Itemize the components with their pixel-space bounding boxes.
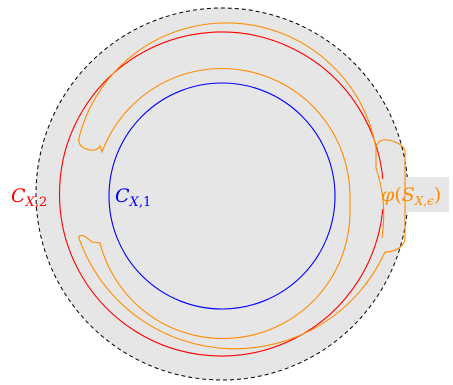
label-c-x-2-sub-1: X [25, 195, 36, 210]
label-c-x-1-letter: C [115, 185, 130, 207]
outer-disk [36, 8, 408, 380]
label-phi-func: φ [381, 184, 395, 206]
curve-c-x-1 [108, 82, 336, 310]
label-c-x-2: CX,2 [11, 185, 47, 210]
label-c-x-1-sub-sep: , [139, 195, 143, 210]
label-c-x-2-sub: X,2 [25, 195, 48, 210]
label-c-x-1-sub-2: 1 [143, 195, 151, 210]
label-c-x-2-sub-2: 2 [39, 195, 47, 210]
label-phi-sub-sep: , [423, 194, 427, 208]
phi-label-background [378, 177, 449, 212]
label-phi-s-x-eps: φ(SX,ϵ) [381, 184, 441, 208]
label-c-x-2-letter: C [11, 185, 26, 207]
label-c-x-2-sub-sep: , [35, 195, 39, 210]
label-phi-letter: S [402, 184, 415, 206]
label-phi-sub-2: ϵ [427, 194, 434, 208]
image-set-upper [78, 22, 406, 350]
label-phi-close: ) [434, 184, 441, 206]
label-phi-sub-1: X [414, 194, 424, 208]
label-c-x-1-sub-1: X [129, 195, 140, 210]
label-c-x-1-sub: X,1 [129, 195, 152, 210]
label-phi-open: ( [394, 184, 401, 206]
label-phi-sub: X,ϵ [414, 194, 434, 208]
label-c-x-1: CX,1 [115, 185, 151, 210]
